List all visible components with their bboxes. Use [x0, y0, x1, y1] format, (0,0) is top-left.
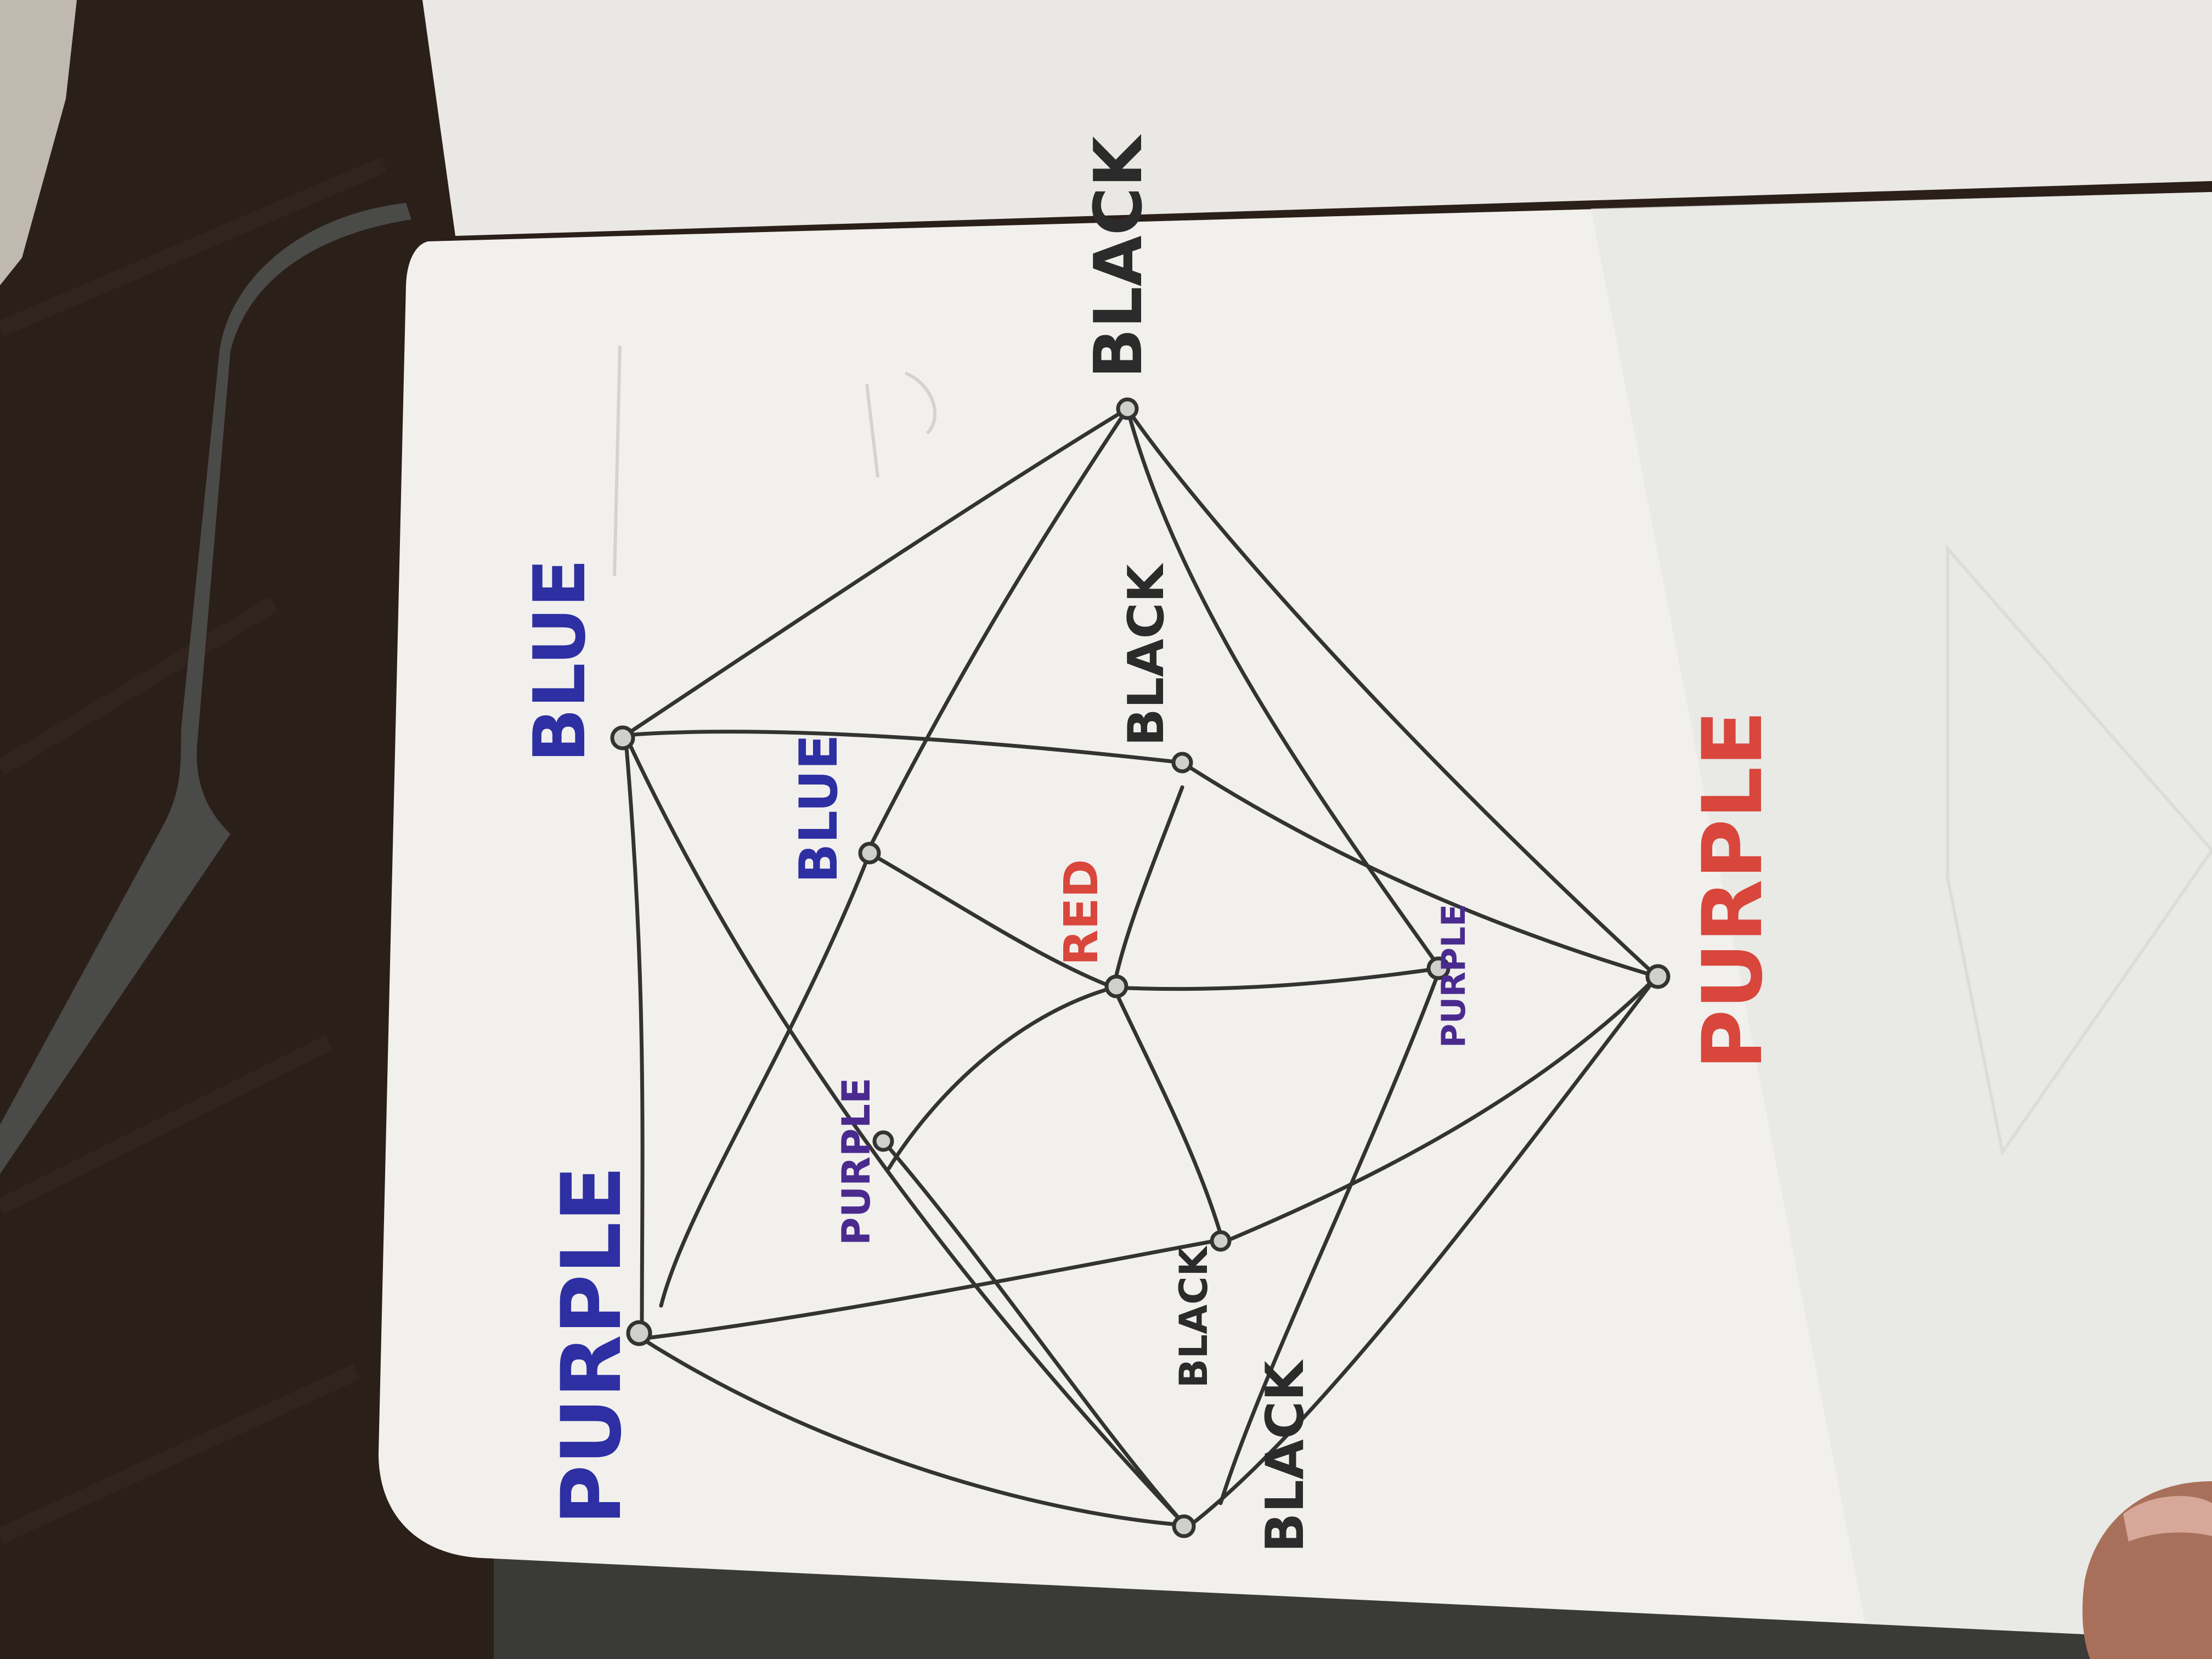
edge: [623, 730, 1184, 765]
edge: [1125, 407, 1659, 979]
edge: [1111, 985, 1223, 1237]
node-purple-right: [1645, 964, 1671, 989]
edge: [640, 1238, 1223, 1341]
edge: [1111, 785, 1184, 990]
node-red-center: [1104, 974, 1128, 998]
edge: [1218, 966, 1442, 1505]
label-black-inner-bottom: BLACK: [1171, 1245, 1216, 1388]
back-page: [422, 0, 2212, 236]
node-purple-bottom-left: [626, 1320, 652, 1346]
node-black-bottom: [1172, 1514, 1196, 1538]
edge: [1125, 407, 1442, 970]
label-purple-bottom-left: PURPLE: [544, 1166, 640, 1525]
label-purple-inner-left: PURPLE: [834, 1077, 879, 1245]
edge: [659, 851, 872, 1308]
label-black-inner-right: BLACK: [1118, 562, 1175, 746]
label-blue-inner: BLUE: [789, 734, 849, 883]
table-grain: [0, 157, 387, 1544]
label-red-center: RED: [1054, 859, 1109, 966]
faint-marks: [613, 345, 937, 577]
edge: [867, 851, 1116, 990]
edge: [881, 1139, 1187, 1527]
edge: [623, 733, 645, 1335]
edge: [1188, 974, 1659, 1527]
thumbnail: [2123, 1496, 2212, 1542]
label-black-top-right: BLACK: [1081, 134, 1157, 379]
node-black-top-right: [1116, 397, 1139, 420]
edge: [1227, 974, 1659, 1242]
edge: [865, 407, 1130, 855]
label-black-bottom: BLACK: [1255, 1359, 1316, 1553]
edge: [887, 985, 1116, 1171]
label-purple-right: PURPLE: [1685, 710, 1781, 1070]
notebook-strap: [0, 203, 411, 1174]
node-black-inner-bottom: [1210, 1230, 1232, 1252]
node-purple-inner-left: [872, 1130, 894, 1152]
corner-object: [0, 0, 77, 285]
label-blue-top: BLUE: [518, 558, 601, 763]
label-purple-small-right: PURPLE: [1435, 904, 1473, 1048]
node-purple-small-right: [1426, 956, 1451, 980]
graph-edges: [623, 407, 1659, 1527]
edge: [640, 1336, 1187, 1527]
edge: [1111, 966, 1442, 991]
graph-nodes: [610, 397, 1671, 1538]
edge: [623, 733, 1187, 1527]
edge: [1180, 760, 1659, 979]
node-blue-top: [610, 725, 635, 751]
page-shadow: [1591, 192, 2212, 1640]
node-blue-inner: [858, 842, 881, 865]
page-ghost-lines: [1946, 544, 2212, 1156]
node-black-inner-right: [1171, 752, 1193, 774]
edge: [623, 407, 1130, 737]
